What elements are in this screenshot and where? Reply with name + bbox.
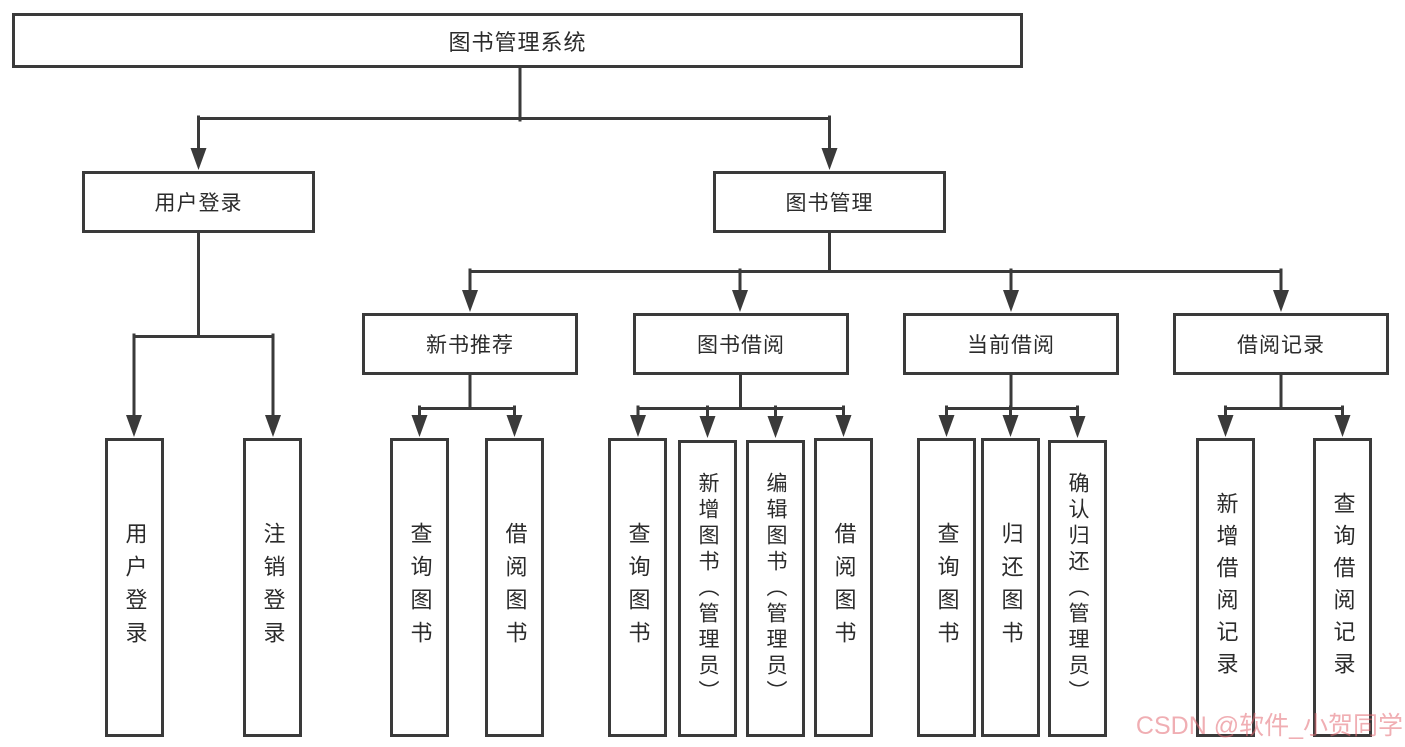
node-label: 新增借阅记录 [1213, 491, 1239, 684]
node-label: 借阅图书 [831, 521, 857, 654]
leaf-borrow-book-1: 借阅图书 [485, 438, 544, 737]
node-label: 查询图书 [934, 521, 960, 654]
leaf-query-book-2: 查询图书 [608, 438, 667, 737]
leaf-add-book-admin: 新增图书（管理员） [678, 440, 737, 737]
node-book-borrowing: 图书借阅 [633, 313, 849, 375]
leaf-query-borrow-record: 查询借阅记录 [1313, 438, 1372, 737]
node-label: 借阅图书 [502, 521, 528, 654]
leaf-edit-book-admin: 编辑图书（管理员） [746, 440, 805, 737]
leaf-borrow-book-2: 借阅图书 [814, 438, 873, 737]
node-label: 借阅记录 [1237, 334, 1325, 357]
leaf-confirm-return-admin: 确认归还（管理员） [1048, 440, 1107, 737]
node-label: 当前借阅 [967, 334, 1055, 357]
node-label: 图书管理系统 [448, 29, 587, 55]
leaf-user-login: 用户登录 [105, 438, 164, 737]
node-user-login-branch: 用户登录 [82, 171, 315, 233]
node-label: 用户登录 [122, 521, 148, 654]
leaf-add-borrow-record: 新增借阅记录 [1196, 438, 1255, 737]
node-label: 确认归还（管理员） [1066, 471, 1089, 706]
node-new-book-recommendation: 新书推荐 [362, 313, 578, 375]
node-label: 查询图书 [407, 521, 433, 654]
node-label: 新书推荐 [426, 334, 514, 357]
node-label: 图书借阅 [697, 334, 785, 357]
leaf-query-book-3: 查询图书 [917, 438, 976, 737]
node-label: 查询借阅记录 [1330, 491, 1356, 684]
node-book-management-branch: 图书管理 [713, 171, 946, 233]
node-label: 编辑图书（管理员） [764, 471, 787, 706]
node-library-management-system: 图书管理系统 [12, 13, 1023, 68]
node-label: 注销登录 [260, 521, 286, 654]
node-label: 查询图书 [625, 521, 651, 654]
node-label: 图书管理 [785, 192, 874, 215]
node-current-borrowing: 当前借阅 [903, 313, 1119, 375]
leaf-logout: 注销登录 [243, 438, 302, 737]
leaf-query-book-1: 查询图书 [390, 438, 449, 737]
watermark: CSDN @软件_小贺同学 [1135, 712, 1403, 740]
node-label: 归还图书 [998, 521, 1024, 654]
leaf-return-book: 归还图书 [981, 438, 1040, 737]
node-label: 用户登录 [154, 192, 243, 215]
node-borrowing-records: 借阅记录 [1173, 313, 1389, 375]
node-label: 新增图书（管理员） [696, 471, 719, 706]
